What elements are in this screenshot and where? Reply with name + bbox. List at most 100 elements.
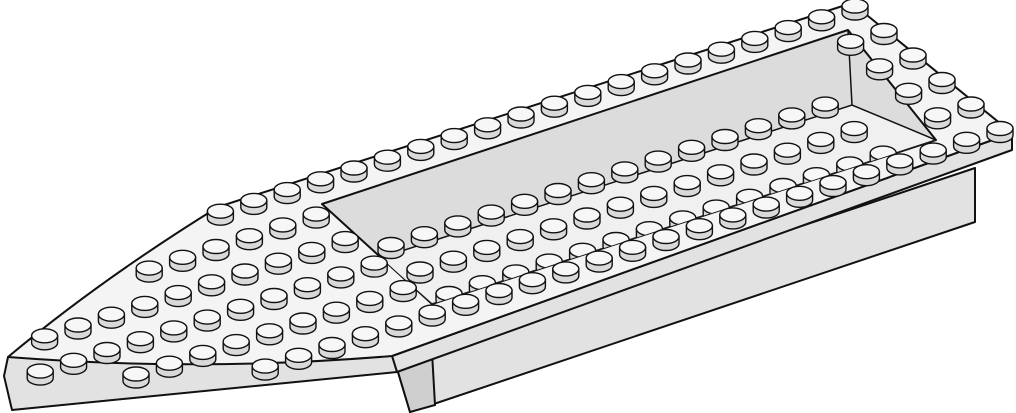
stud [611,161,639,184]
stud [251,358,279,381]
stud [485,282,513,306]
stud [222,333,250,357]
stud [507,106,535,129]
stud [407,138,435,162]
stud [677,139,706,162]
stud [97,306,126,329]
stud [451,293,480,316]
stud [26,363,54,386]
stud [923,107,952,130]
deck-studs [26,0,1014,389]
stud [168,249,197,272]
stud [573,207,601,230]
stud [652,228,680,252]
stud [841,0,869,21]
stud [707,41,736,64]
stud [540,95,569,118]
stud [640,185,668,209]
stud [231,263,259,286]
stud [226,298,255,321]
stud [160,320,188,343]
stud [928,71,956,95]
stud [506,228,534,252]
stud [674,52,702,75]
stud [264,252,293,275]
stud [807,9,836,32]
stud [618,239,647,262]
stud [807,131,835,155]
stud [552,261,580,284]
stud [539,218,568,241]
stud [640,63,669,86]
stud [606,196,635,219]
stud [360,255,388,278]
stud [473,239,501,263]
stud [131,295,159,319]
stud [644,150,672,173]
stud [322,301,351,324]
stud [302,206,330,229]
stud [865,58,894,81]
stud [235,227,264,251]
stud [544,182,572,206]
stud [740,153,768,176]
stud [706,164,735,187]
stud [93,341,121,365]
stud [189,344,217,368]
stud [585,250,613,273]
stud [919,142,947,165]
stud [852,163,881,187]
stud [744,117,773,141]
stud [255,323,284,346]
stud [293,277,322,300]
stud [785,185,814,208]
stud [886,153,914,176]
stud [957,96,985,119]
stud [331,230,359,254]
cavity [321,29,937,305]
stud [819,174,847,198]
stud [193,309,221,332]
stud [574,84,602,108]
stud [477,204,505,227]
stud [719,207,747,230]
stud [155,355,184,378]
stud [473,117,502,140]
stud [135,260,163,283]
stud [986,120,1014,144]
stud [351,326,380,349]
stud [284,347,313,370]
stud [752,196,780,219]
stud [673,174,701,198]
stud [202,238,230,262]
stud [240,192,268,216]
stud [197,274,226,297]
stud [774,19,802,43]
stud [894,82,923,105]
stud [273,181,301,205]
stud [306,171,335,194]
stud [518,272,547,295]
stud [778,107,806,130]
stud [356,290,384,314]
stud [122,366,150,389]
stud [406,261,434,284]
stud [773,142,802,165]
stud [318,336,346,360]
stud [298,241,326,265]
stud [444,215,472,238]
stud [741,30,769,54]
stud [206,203,235,226]
stud [811,96,839,119]
stud [899,47,927,70]
stud [410,225,439,249]
stud [840,120,868,144]
stud [577,171,606,195]
stud [836,33,865,56]
stud [418,304,446,327]
stud [607,73,635,97]
stud [126,331,155,354]
stud [373,149,402,172]
stud [870,22,898,46]
